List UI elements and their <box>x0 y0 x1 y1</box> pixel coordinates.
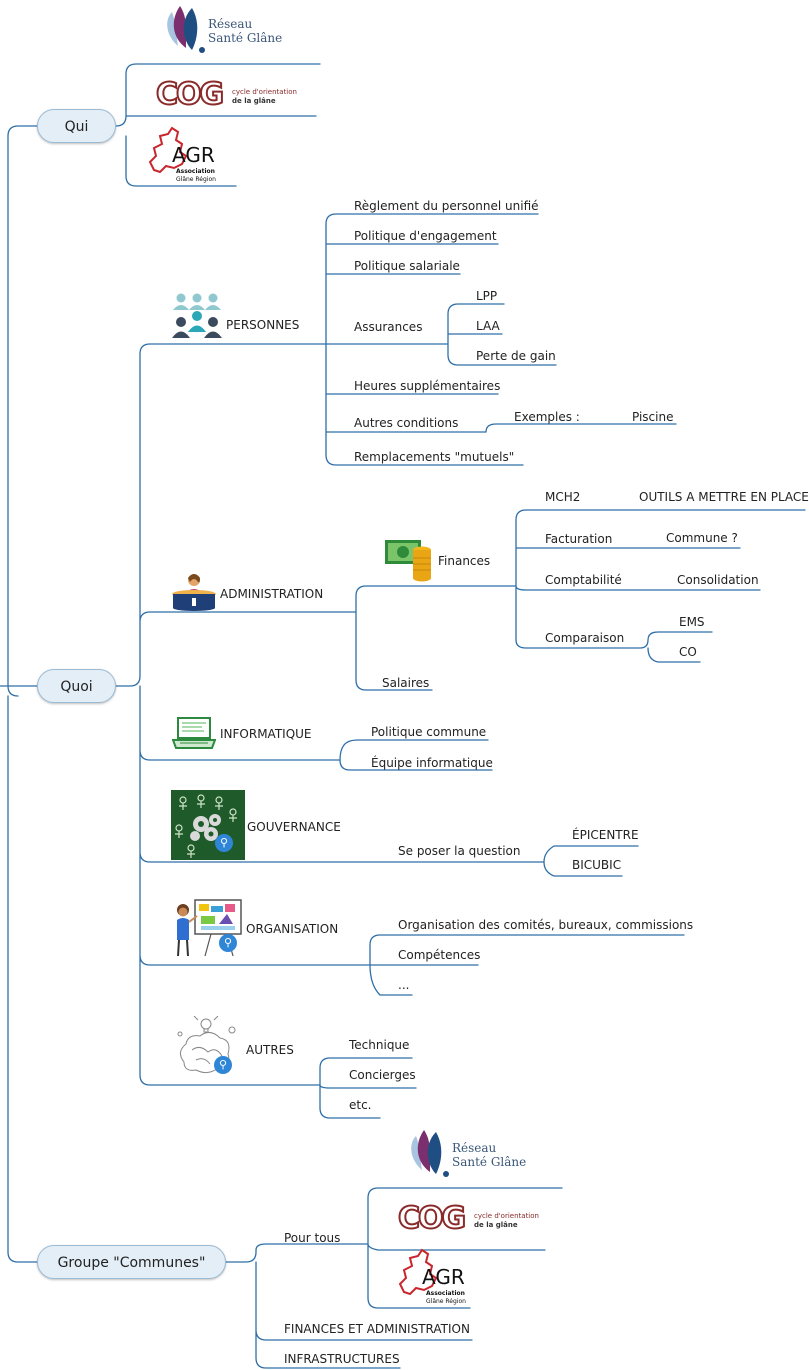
epicentre-node[interactable]: ÉPICENTRE <box>572 828 639 842</box>
magnifier-badge-icon: ⚲ <box>214 1056 232 1074</box>
infrastructures-node[interactable]: INFRASTRUCTURES <box>284 1352 400 1366</box>
cog-line2: de la glâne <box>232 97 276 105</box>
engagement-node[interactable]: Politique d'engagement <box>354 229 497 243</box>
cog-logo: COG cycle d'orientation de la glâne <box>397 1201 548 1237</box>
qui-branches <box>115 63 321 187</box>
outils-node[interactable]: OUTILS A METTRE EN PLACE <box>639 490 809 504</box>
comparaison-node[interactable]: Comparaison <box>545 631 625 645</box>
agr-line1: Association <box>426 1290 465 1297</box>
comites-node[interactable]: Organisation des comités, bureaux, commi… <box>398 918 694 932</box>
piscine-node[interactable]: Piscine <box>632 410 674 424</box>
cog-line2: de la glâne <box>474 1221 518 1229</box>
gouvernance-label[interactable]: GOUVERNANCE <box>247 820 341 834</box>
cog-line1: cycle d'orientation <box>474 1212 539 1220</box>
agr-map-icon <box>398 1248 438 1296</box>
mch2-node[interactable]: MCH2 <box>545 490 581 504</box>
lpp-node[interactable]: LPP <box>476 289 498 303</box>
concierges-node[interactable]: Concierges <box>349 1068 416 1082</box>
laptop-icon <box>171 716 217 750</box>
commune-question-node[interactable]: Commune ? <box>666 531 738 545</box>
comptabilite-node[interactable]: Comptabilité <box>545 573 622 587</box>
orga-sub <box>369 934 685 996</box>
agr-mark: AGR <box>422 1265 465 1289</box>
finances-node[interactable]: Finances <box>438 554 491 568</box>
etc-node[interactable]: etc. <box>349 1098 372 1112</box>
ideas-brain-image: ⚲ <box>170 1014 242 1082</box>
rsg-line2: Santé Glâne <box>452 1155 527 1169</box>
autres-conditions-node[interactable]: Autres conditions <box>354 416 459 430</box>
finances-administration-node[interactable]: FINANCES ET ADMINISTRATION <box>284 1322 470 1336</box>
rsg-line1: Réseau <box>208 17 253 31</box>
co-node[interactable]: CO <box>679 645 697 659</box>
politique-commune-node[interactable]: Politique commune <box>371 725 487 739</box>
reseau-leaf-icon <box>411 1130 449 1177</box>
agr-logo: AGR Association Glâne Région <box>396 1248 480 1306</box>
personnes-label[interactable]: PERSONNES <box>226 318 300 332</box>
competences-node[interactable]: Compétences <box>398 948 481 962</box>
money-coins-icon <box>384 536 436 582</box>
bicubic-node[interactable]: BICUBIC <box>572 858 622 872</box>
info-sub <box>339 739 493 771</box>
exemples-node[interactable]: Exemples : <box>514 410 580 424</box>
root-quoi[interactable]: Quoi <box>37 669 116 703</box>
rsg-line1: Réseau <box>452 1141 497 1155</box>
magnifier-badge-icon: ⚲ <box>219 934 237 952</box>
heures-node[interactable]: Heures supplémentaires <box>354 379 501 393</box>
administration-label[interactable]: ADMINISTRATION <box>220 587 324 601</box>
presenter-board-image: ⚲ <box>171 896 245 962</box>
organisation-label[interactable]: ORGANISATION <box>246 922 339 936</box>
root-groupe-communes[interactable]: Groupe "Communes" <box>37 1245 226 1279</box>
agr-line1: Association <box>176 168 215 175</box>
quoi-trunk <box>115 343 545 1086</box>
agr-mark: AGR <box>172 143 215 167</box>
assurances-node[interactable]: Assurances <box>354 320 423 334</box>
ellipsis-node[interactable]: ... <box>398 978 410 992</box>
technique-node[interactable]: Technique <box>349 1038 410 1052</box>
ems-node[interactable]: EMS <box>679 615 705 629</box>
gouv-sub <box>543 845 639 877</box>
governance-gears-image: ⚲ <box>171 790 245 860</box>
salaires-node[interactable]: Salaires <box>382 676 430 690</box>
informatique-label[interactable]: INFORMATIQUE <box>220 727 312 741</box>
facturation-node[interactable]: Facturation <box>545 532 613 546</box>
salariale-node[interactable]: Politique salariale <box>354 259 460 273</box>
root-qui[interactable]: Qui <box>37 109 116 143</box>
personnes-sub <box>325 213 677 466</box>
cog-logo: COG cycle d'orientation de la glâne <box>155 77 306 113</box>
cog-mark: COG <box>397 1201 467 1236</box>
se-poser-question-node[interactable]: Se poser la question <box>398 844 521 858</box>
admin-sub <box>355 509 806 691</box>
reception-desk-icon <box>170 572 218 612</box>
reseau-sante-glane-logo: Réseau Santé Glâne <box>406 1128 546 1180</box>
groupe-sub <box>225 1187 563 1369</box>
agr-line2: Glâne Région <box>426 1298 466 1305</box>
cog-mark: COG <box>155 77 225 112</box>
reglement-node[interactable]: Règlement du personnel unifié <box>354 199 539 213</box>
consolidation-node[interactable]: Consolidation <box>677 573 759 587</box>
magnifier-badge-icon: ⚲ <box>215 834 233 852</box>
cog-line1: cycle d'orientation <box>232 88 297 96</box>
autres-label[interactable]: AUTRES <box>246 1043 294 1057</box>
laa-node[interactable]: LAA <box>476 319 500 333</box>
reseau-sante-glane-logo: Réseau Santé Glâne <box>162 4 302 56</box>
equipe-informatique-node[interactable]: Équipe informatique <box>371 756 493 770</box>
agr-line2: Glâne Région <box>176 176 216 183</box>
reseau-leaf-icon <box>167 6 205 53</box>
agr-map-icon <box>148 126 188 174</box>
agr-logo: AGR Association Glâne Région <box>146 126 230 184</box>
autres-sub <box>319 1057 417 1119</box>
perte-node[interactable]: Perte de gain <box>476 349 556 363</box>
spine-line <box>0 125 38 1263</box>
people-group-icon <box>170 292 224 340</box>
pour-tous-node[interactable]: Pour tous <box>284 1231 341 1245</box>
rsg-line2: Santé Glâne <box>208 31 283 45</box>
remplacements-node[interactable]: Remplacements "mutuels" <box>354 450 515 464</box>
